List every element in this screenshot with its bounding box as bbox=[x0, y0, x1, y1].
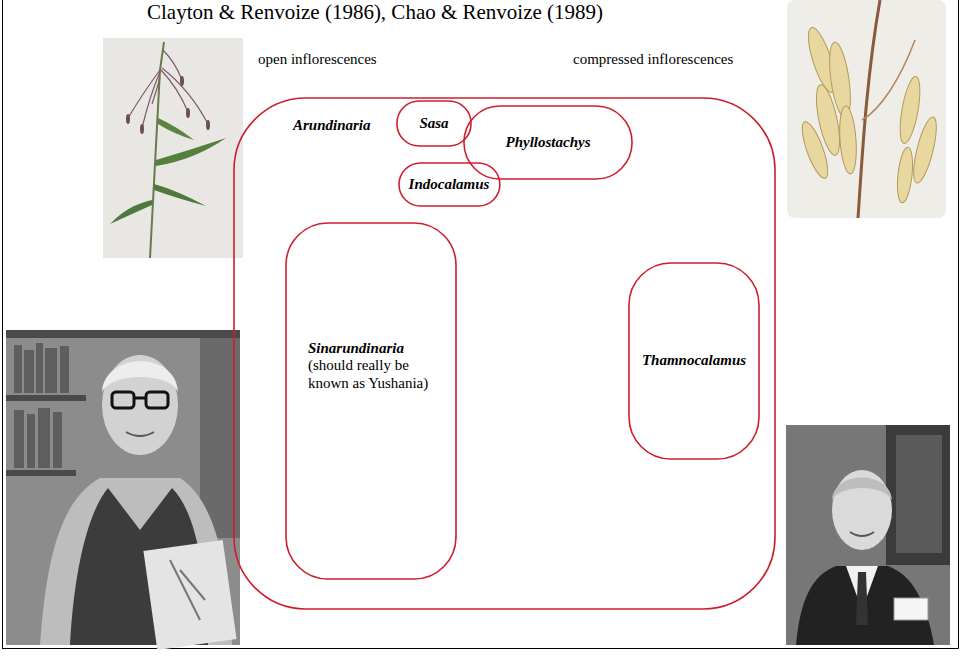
portrait-photo-left bbox=[53, 412, 62, 468]
genus-name: Indocalamus bbox=[409, 176, 490, 193]
open-inflorescence-photo bbox=[180, 76, 184, 86]
portrait-photo-right bbox=[886, 425, 950, 565]
open-inflorescence-photo bbox=[156, 138, 226, 166]
portrait-photo-left bbox=[6, 395, 86, 401]
portrait-photo-left bbox=[143, 540, 236, 650]
inflorescence-note: compressed inflorescences bbox=[573, 50, 733, 68]
portrait-photo-right bbox=[796, 566, 934, 645]
portrait-photo-left bbox=[112, 392, 168, 408]
compressed-inflorescence-photo bbox=[895, 146, 915, 203]
open-inflorescence-photo bbox=[126, 114, 130, 124]
compressed-inflorescence-photo bbox=[909, 115, 941, 185]
portrait-photo-left bbox=[14, 343, 69, 468]
open-inflorescence-photo bbox=[154, 184, 206, 206]
portrait-photo-right bbox=[856, 572, 868, 625]
genus-group: Phyllostachys bbox=[463, 105, 633, 180]
open-inflorescence-photo bbox=[126, 76, 210, 134]
portrait-photo-left bbox=[126, 432, 154, 436]
portrait-photo-left bbox=[170, 560, 205, 620]
genus-name: Sasa bbox=[419, 115, 448, 132]
portrait-photo-left bbox=[24, 350, 34, 393]
region-outline bbox=[464, 106, 632, 179]
open-inflorescence-photo bbox=[103, 38, 243, 258]
portrait-photo-right bbox=[832, 478, 892, 501]
portrait-photo-left bbox=[60, 346, 69, 393]
genus-name: Sinarundinaria bbox=[308, 340, 443, 357]
open-inflorescence-photo bbox=[162, 68, 208, 124]
slide-title: Clayton & Renvoize (1986), Chao & Renvoi… bbox=[147, 0, 603, 25]
open-inflorescence-photo bbox=[163, 50, 182, 80]
compressed-inflorescence-photo bbox=[896, 75, 924, 145]
portrait-photo-left bbox=[6, 330, 240, 338]
open-inflorescence-photo bbox=[140, 124, 144, 134]
slide-frame bbox=[2, 648, 959, 649]
region-outline bbox=[399, 163, 500, 206]
inflorescence-note: open inflorescences bbox=[258, 50, 377, 68]
portrait-photo-right bbox=[896, 435, 942, 553]
portrait-photo-right bbox=[850, 532, 874, 536]
open-inflorescence-photo bbox=[161, 70, 188, 112]
portrait-photo-left bbox=[38, 408, 50, 468]
genus-region: Arundinaria SasaPhyllostachysIndocalamusS… bbox=[233, 97, 776, 610]
portrait-photo-left bbox=[200, 338, 240, 538]
genus-group: Thamnocalamus bbox=[628, 262, 760, 460]
genus-group: Sinarundinaria(should really be known as… bbox=[285, 222, 457, 580]
region-outline bbox=[397, 101, 471, 146]
region-outline bbox=[285, 222, 457, 580]
portrait-photo-right bbox=[894, 598, 928, 620]
portrait-photo-left bbox=[112, 392, 134, 408]
region-outline bbox=[629, 263, 759, 459]
portrait-photo-right bbox=[832, 470, 892, 550]
open-inflorescence-photo bbox=[103, 38, 243, 258]
slide-frame bbox=[2, 0, 3, 649]
compressed-inflorescence-photo bbox=[797, 25, 941, 204]
portrait-photo-left bbox=[102, 355, 178, 455]
portrait-photo-left bbox=[6, 470, 76, 476]
portrait-photo-right bbox=[786, 425, 950, 645]
open-inflorescence-photo bbox=[186, 108, 190, 118]
compressed-inflorescence-photo bbox=[797, 119, 833, 181]
genus-group: Indocalamus bbox=[398, 162, 501, 207]
genus-name: Phyllostachys bbox=[506, 134, 591, 151]
genus-note: (should really be known as Yushania) bbox=[308, 357, 443, 392]
genus-name: Arundinaria bbox=[293, 117, 371, 134]
compressed-inflorescence-photo bbox=[838, 106, 859, 175]
compressed-inflorescence-photo bbox=[787, 0, 946, 218]
genus-name: Thamnocalamus bbox=[642, 352, 746, 369]
open-inflorescence-photo bbox=[152, 78, 160, 104]
open-inflorescence-photo bbox=[110, 200, 152, 224]
open-inflorescence-photo bbox=[128, 50, 208, 128]
portrait-photo-left bbox=[146, 392, 168, 408]
portrait-photo-left bbox=[134, 397, 146, 400]
genus-group: Sasa bbox=[396, 100, 472, 147]
portrait-photo-left bbox=[45, 348, 57, 393]
portrait-photo-left bbox=[36, 343, 43, 393]
open-inflorescence-photo bbox=[142, 72, 160, 128]
portrait-photo-left bbox=[14, 410, 24, 468]
open-inflorescence-photo bbox=[128, 70, 160, 118]
portrait-photo-right bbox=[786, 425, 950, 645]
region-outline bbox=[234, 98, 775, 609]
slide-frame bbox=[958, 0, 959, 649]
region-outline bbox=[286, 223, 456, 579]
open-inflorescence-photo bbox=[158, 118, 194, 140]
open-inflorescence-photo bbox=[206, 120, 210, 130]
portrait-photo-left bbox=[6, 330, 240, 650]
portrait-photo-left bbox=[27, 414, 35, 468]
compressed-inflorescence-photo bbox=[787, 0, 946, 218]
portrait-photo-left bbox=[102, 361, 178, 392]
portrait-photo-left bbox=[14, 345, 22, 393]
